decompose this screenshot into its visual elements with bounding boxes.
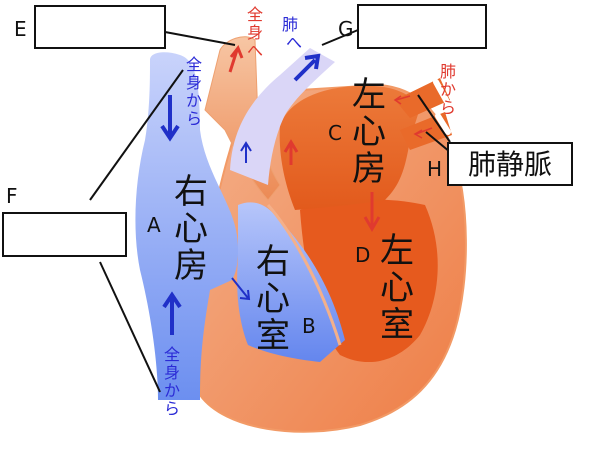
septum [266,204,342,346]
arrow-to-body [228,45,244,73]
svg-text:か: か [440,80,456,99]
svg-text:全: 全 [164,345,180,364]
answer-text-h: 肺静脈 [468,148,552,181]
right-ventricle-shape [237,202,345,362]
from-body-bottom-label: 全 身 か ら [164,345,180,418]
svg-text:心: 心 [256,279,290,319]
right-ventricle-label: 右 心 室 [256,242,290,356]
label-e: E [14,17,27,41]
arrow-to-left-ventricle [363,192,381,232]
answer-box-h[interactable] [447,142,573,186]
svg-text:左: 左 [380,231,414,271]
answer-box-g[interactable] [357,4,487,49]
left-ventricle-label: 左 心 室 [380,231,414,345]
svg-text:全: 全 [186,55,202,74]
answer-box-e[interactable] [34,5,166,49]
svg-text:身: 身 [164,363,180,382]
svg-text:か: か [164,381,180,400]
label-a: A [147,213,161,237]
svg-text:心: 心 [380,268,414,308]
to-lungs-label: 肺 へ [282,15,302,52]
arrow-down-right-atrium [160,95,180,142]
svg-text:肺: 肺 [440,62,456,81]
flow-arrows [160,45,433,335]
answer-box-f[interactable] [2,212,127,257]
left-atrium-label: 左 心 房 [352,75,386,189]
svg-text:心: 心 [174,209,208,249]
label-b: B [302,314,316,338]
from-body-top-label: 全 身 か ら [186,55,202,128]
svg-text:房: 房 [174,246,208,286]
svg-text:へ: へ [247,41,263,60]
label-c: C [328,121,342,145]
arrow-from-lungs-1 [393,95,411,105]
svg-text:左: 左 [352,75,386,115]
svg-text:全: 全 [247,5,263,24]
arrow-pulmonary-up [240,141,252,163]
svg-text:か: か [186,91,202,110]
svg-text:身: 身 [247,23,263,42]
svg-text:室: 室 [380,305,414,345]
to-body-label: 全 身 へ [247,5,263,60]
label-h: H [427,157,442,181]
svg-text:ら: ら [164,399,180,418]
leader-lines [89,29,451,393]
arrow-to-lungs [293,53,321,82]
svg-text:右: 右 [256,242,290,282]
svg-text:へ: へ [286,33,302,52]
right-atrium-shape [135,52,239,400]
svg-text:ら: ら [440,98,456,117]
right-atrium-label: 右 心 房 [174,172,208,286]
pulmonary-artery-shape [230,48,335,185]
leader-g [321,29,359,46]
arrow-from-lungs-2 [413,127,433,139]
svg-text:ら: ら [186,109,202,128]
leader-h-1 [417,94,451,143]
arrow-aorta-up [283,139,299,165]
left-atrium-shape [279,85,420,210]
label-f: F [6,184,18,208]
svg-text:房: 房 [352,149,386,189]
arrow-to-right-ventricle [231,277,251,301]
leader-e [164,31,236,46]
svg-text:肺: 肺 [282,15,298,34]
from-lungs-label: 肺 か ら [440,62,456,117]
label-g: G [338,17,354,41]
pulmonary-vein-openings [433,79,451,135]
svg-text:右: 右 [174,172,208,212]
label-d: D [355,243,370,267]
svg-text:身: 身 [186,73,202,92]
svg-text:心: 心 [352,112,386,152]
arrow-up-right-atrium [162,291,182,335]
leader-h-2 [425,131,451,153]
leader-f-lower [99,261,161,393]
svg-text:室: 室 [256,316,290,356]
leader-f-upper [89,69,184,201]
